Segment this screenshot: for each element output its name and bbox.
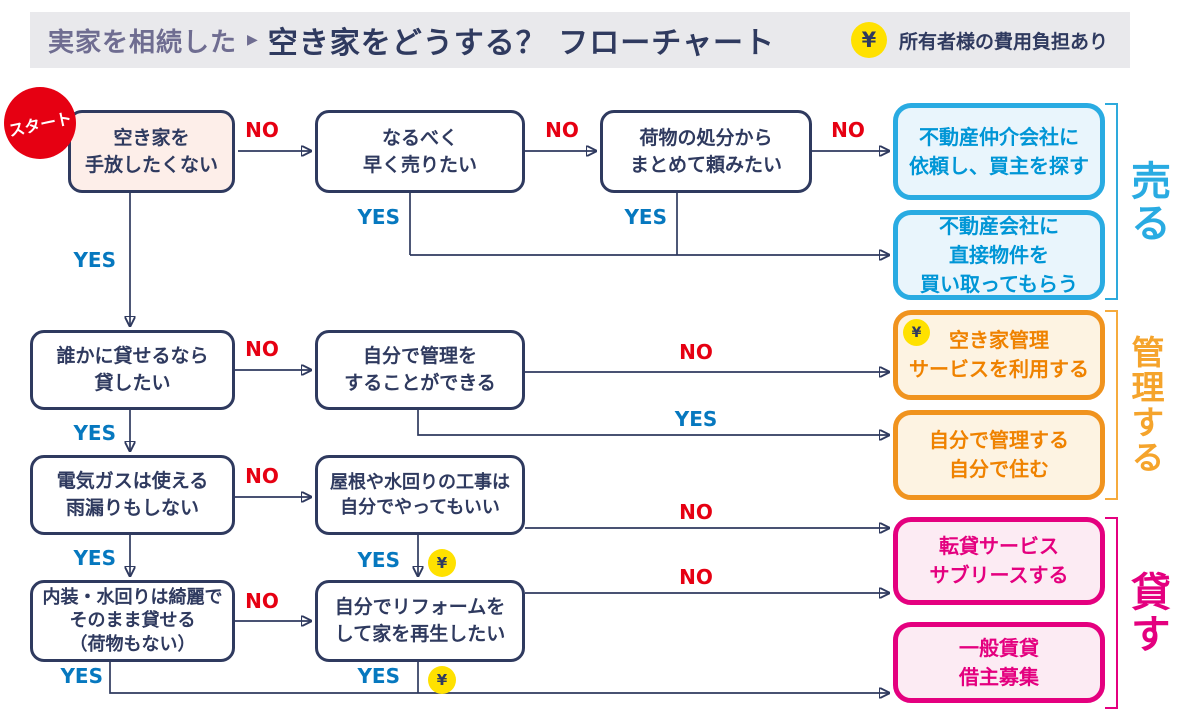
edge-label-yes: YES [357, 664, 400, 688]
edge-label-no: NO [245, 589, 279, 613]
node-label: 内装・水回りは綺麗で そのまま貸せる （荷物もない） [42, 586, 223, 655]
result-general-rental: 一般賃貸 借主募集 [893, 622, 1105, 703]
edge-label-no: NO [679, 565, 713, 589]
edge-label-yes: YES [357, 205, 400, 229]
node-label: 空き家を 手放したくない [84, 126, 218, 176]
node-label: 荷物の処分から まとめて頼みたい [629, 126, 782, 176]
connector-yes-generalrent [109, 662, 889, 693]
result-label: 不動産仲介会社に 依頼し、買主を探す [909, 124, 1089, 178]
group-label-sell: 売る [1124, 159, 1170, 244]
edge-label-yes: YES [73, 248, 116, 272]
result-label: 転貸サービス サブリースする [929, 534, 1069, 587]
node-utilities-ok: 電気ガスは使える 雨漏りもしない [30, 455, 235, 535]
edge-label-no: NO [545, 118, 579, 142]
yen-icon: ¥ [428, 666, 456, 694]
edge-label-yes: YES [60, 664, 103, 688]
node-label: なるべく 早く売りたい [362, 126, 477, 176]
edge-label-no: NO [245, 337, 279, 361]
node-bulk-disposal-request: 荷物の処分から まとめて頼みたい [600, 110, 812, 193]
edge-label-no: NO [679, 340, 713, 364]
edge-label-no: NO [245, 118, 279, 142]
edge-label-no: NO [245, 464, 279, 488]
node-label: 屋根や水回りの工事は 自分でやってもいい [330, 471, 510, 518]
bracket-rent [1105, 517, 1118, 709]
bracket-sell [1105, 103, 1118, 300]
result-label: 不動産会社に 直接物件を 買い取ってもらう [920, 213, 1078, 296]
edge-label-yes: YES [624, 205, 667, 229]
connector-q5-selfmanage-yes [417, 410, 889, 435]
node-can-self-manage: 自分で管理を することができる [315, 330, 525, 410]
node-interior-clean: 内装・水回りは綺麗で そのまま貸せる （荷物もない） [30, 580, 235, 662]
yen-icon: ¥ [428, 549, 456, 577]
edge-label-yes: YES [73, 421, 116, 445]
result-self-manage-or-live: 自分で管理する 自分で住む [893, 410, 1105, 500]
edge-label-yes: YES [357, 548, 400, 572]
bracket-manage [1105, 310, 1118, 500]
yen-icon: ¥ [903, 319, 930, 346]
result-sell-direct-purchase: 不動産会社に 直接物件を 買い取ってもらう [893, 210, 1105, 300]
result-label: 自分で管理する 自分で住む [929, 428, 1069, 481]
start-badge: スタート [4, 87, 76, 159]
edge-label-no: NO [831, 118, 865, 142]
node-label: 自分で管理を することができる [344, 345, 496, 394]
node-sell-quickly: なるべく 早く売りたい [315, 110, 525, 193]
node-diy-major-repairs: 屋根や水回りの工事は 自分でやってもいい [315, 455, 525, 535]
edge-label-no: NO [679, 500, 713, 524]
node-self-renovate: 自分でリフォームを して家を再生したい [315, 580, 525, 662]
cost-note: 所有者様の費用負担あり [898, 30, 1108, 53]
edge-label-yes: YES [73, 546, 116, 570]
group-label-manage: 管理する [1126, 335, 1165, 475]
group-label-rent: 貸す [1124, 570, 1170, 655]
result-sell-via-agent: 不動産仲介会社に 依頼し、買主を探す [893, 103, 1105, 200]
node-label: 自分でリフォームを して家を再生したい [334, 596, 506, 645]
page-title: 空き家をどうする？ フローチャート [267, 26, 775, 61]
result-sublease-service: 転貸サービス サブリースする [893, 517, 1105, 605]
start-badge-label: スタート [7, 108, 74, 141]
node-willing-to-rent: 誰かに貸せるなら 貸したい [30, 330, 235, 410]
caret-right-icon: ▶ [247, 32, 258, 48]
yen-icon: ¥ [850, 22, 887, 58]
node-label: 電気ガスは使える 雨漏りもしない [56, 470, 209, 519]
header-legend: ¥ 所有者様の費用負担あり [850, 22, 1112, 58]
node-keep-vacant-house: 空き家を 手放したくない [68, 110, 235, 193]
edge-label-yes: YES [674, 407, 718, 431]
result-label: 一般賃貸 借主募集 [959, 635, 1039, 689]
header-prefix: 実家を相続した [48, 27, 238, 58]
result-label: 空き家管理 サービスを利用する [909, 328, 1089, 381]
header-bar: 実家を相続した ▶ 空き家をどうする？ フローチャート ¥ 所有者様の費用負担あ… [30, 12, 1130, 68]
node-label: 誰かに貸せるなら 貸したい [56, 345, 209, 394]
